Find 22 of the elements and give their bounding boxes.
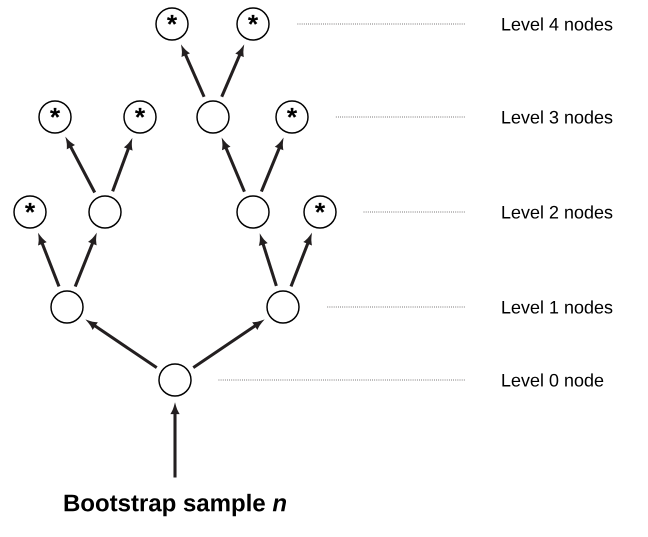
arrow: [88, 320, 158, 369]
arrow: [290, 236, 312, 287]
arrow: [192, 320, 262, 369]
leader-line: [335, 116, 466, 118]
arrow: [66, 140, 96, 194]
circle-node: [196, 100, 230, 134]
leader-line: [326, 306, 466, 308]
level-label: Level 2 nodes: [502, 205, 612, 219]
circle-node: [158, 363, 192, 397]
arrow: [182, 47, 206, 98]
circle-node: [50, 290, 84, 324]
circle-node: [266, 290, 300, 324]
arrow: [220, 47, 244, 98]
level-label: Level 4 nodes: [502, 17, 612, 31]
arrow: [38, 236, 60, 287]
circle-node: [236, 195, 270, 229]
level-label: Level 3 nodes: [502, 110, 612, 124]
caption-text: Bootstrap sample n: [64, 494, 286, 516]
level-label: Level 1 nodes: [502, 300, 612, 314]
level-label: Level 0 node: [502, 373, 604, 387]
circle-node: [88, 195, 122, 229]
arrow: [260, 140, 284, 192]
